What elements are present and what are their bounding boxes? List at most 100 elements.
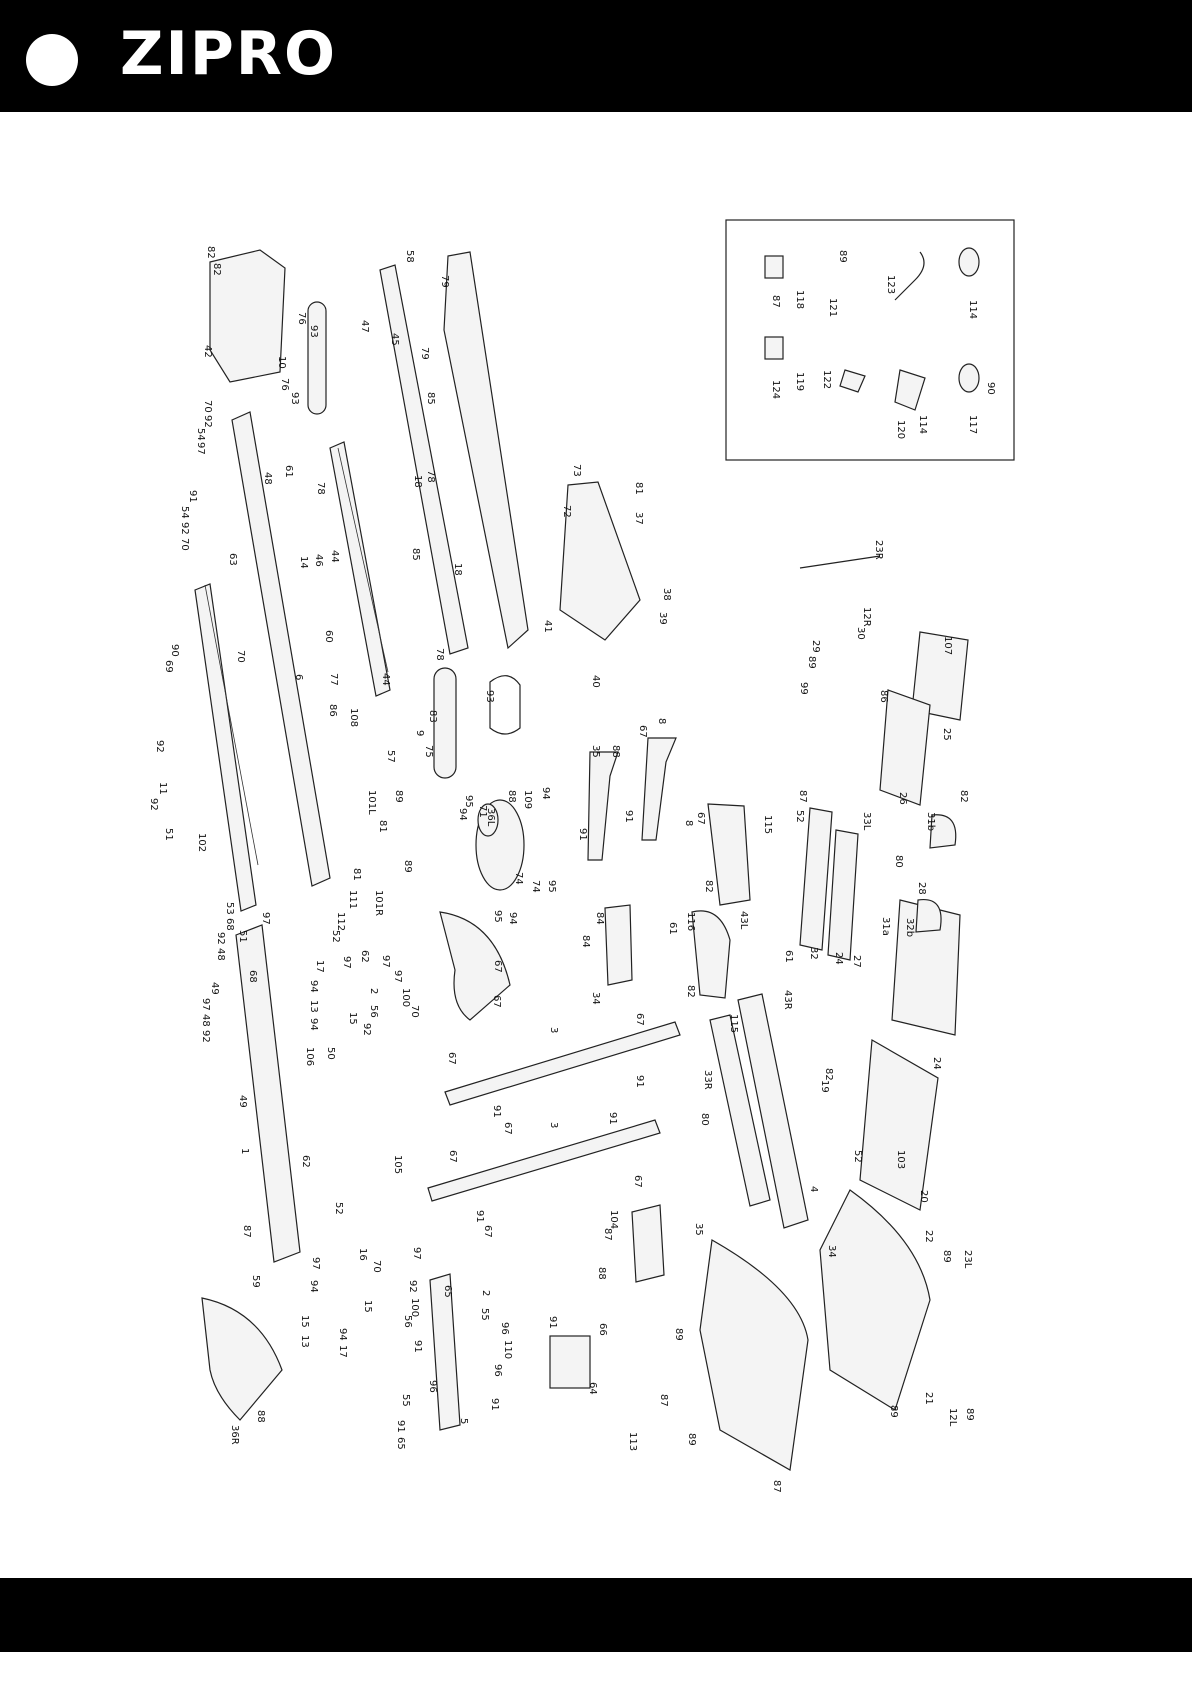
part-callout: 33L (861, 812, 872, 831)
part-callout: 8 (656, 718, 667, 724)
part-callout: 39 (657, 612, 668, 625)
drive-belt (489, 675, 521, 735)
part-callout: 48 (215, 948, 226, 961)
brand-logo-circle (26, 34, 78, 86)
part-callout: 115 (728, 1014, 739, 1033)
part-callout: 43L (738, 911, 749, 930)
part-callout: 94 (507, 912, 518, 925)
part-callout: 73 (571, 464, 582, 477)
part-callout: 123 (885, 275, 896, 294)
running-belt (443, 251, 529, 650)
part-callout: 94 (337, 1328, 348, 1341)
page-header: ZIPRO (0, 0, 1192, 112)
shroud-36R (201, 1297, 283, 1421)
part-callout: 92 (215, 932, 226, 945)
part-callout: 62 (300, 1155, 311, 1168)
part-callout: 43R (782, 990, 793, 1010)
part-callout: 92 (200, 1030, 211, 1043)
part-callout: 23L (962, 1250, 973, 1269)
part-callout: 51 (163, 828, 174, 841)
part-callout: 88 (255, 1410, 266, 1423)
part-callout: 88 (506, 790, 517, 803)
part-callout: 118 (794, 290, 805, 309)
part-callout: 9 (414, 730, 425, 736)
part-callout: 11 (157, 782, 168, 795)
part-callout: 82 (958, 790, 969, 803)
part-callout: 14 (298, 556, 309, 569)
part-callout: 67 (502, 1122, 513, 1135)
part-callout: 100 (400, 988, 411, 1007)
part-callout: 21 (923, 1392, 934, 1405)
part-callout: 102 (196, 833, 207, 852)
part-callout: 99 (798, 682, 809, 695)
part-callout: 54 (195, 428, 206, 441)
part-callout: 58 (404, 250, 415, 263)
part-callout: 46 (313, 554, 324, 567)
part-callout: 96 (492, 1364, 503, 1377)
part-callout: 87 (797, 790, 808, 803)
base-frame-5 (429, 1273, 461, 1431)
part-callout: 40 (590, 675, 601, 688)
main-frame-lower (235, 924, 301, 1263)
part-callout: 82 (685, 985, 696, 998)
part-callout: 97 (380, 955, 391, 968)
inset-part-124a (958, 247, 980, 277)
part-callout: 66 (597, 1323, 608, 1336)
part-callout: 106 (304, 1047, 315, 1066)
part-callout: 101L (366, 790, 377, 815)
part-callout: 78 (315, 482, 326, 495)
part-callout: 91 (489, 1398, 500, 1411)
part-callout: 19 (819, 1080, 830, 1093)
part-callout: 56 (368, 1005, 379, 1018)
part-callout: 13 (299, 1335, 310, 1348)
part-callout: 13 (308, 1000, 319, 1013)
part-callout: 114 (967, 300, 978, 319)
tray-28 (799, 807, 833, 951)
part-callout: 81 (377, 820, 388, 833)
part-callout: 47 (359, 320, 370, 333)
part-callout: 91 (187, 490, 198, 503)
part-callout: 91 (412, 1340, 423, 1353)
handle-8-b (641, 737, 677, 841)
safety-cable-30 (799, 555, 881, 569)
part-callout: 97 (195, 442, 206, 455)
part-callout: 67 (447, 1150, 458, 1163)
tray-27 (827, 829, 859, 961)
part-callout: 55 (479, 1308, 490, 1321)
part-callout: 52 (333, 1202, 344, 1215)
part-callout: 76 (279, 378, 290, 391)
part-callout: 67 (634, 1013, 645, 1026)
part-callout: 92 (361, 1023, 372, 1036)
side-rail-right (329, 441, 391, 697)
part-callout: 67 (482, 1225, 493, 1238)
part-callout: 91 (491, 1105, 502, 1118)
part-callout: 77 (328, 673, 339, 686)
part-callout: 90 (985, 382, 996, 395)
console-cover-22 (699, 1239, 809, 1471)
part-callout: 35 (693, 1223, 704, 1236)
part-callout: 32 (808, 947, 819, 960)
part-callout: 86 (327, 704, 338, 717)
part-callout: 89 (806, 656, 817, 669)
part-callout: 113 (627, 1432, 638, 1451)
part-callout: 48 (262, 472, 273, 485)
part-callout: 12L (947, 1408, 958, 1427)
part-callout: 2 (480, 1290, 491, 1296)
part-callout: 105 (392, 1155, 403, 1174)
part-callout: 15 (347, 1012, 358, 1025)
part-callout: 12R (861, 607, 872, 627)
part-callout: 3 (548, 1122, 559, 1128)
part-callout: 80 (893, 855, 904, 868)
part-callout: 31a (880, 917, 891, 936)
part-callout: 110 (502, 1340, 513, 1359)
part-callout: 89 (393, 790, 404, 803)
part-callout: 87 (658, 1394, 669, 1407)
part-callout: 33R (702, 1070, 713, 1090)
part-callout: 92 (407, 1280, 418, 1293)
part-callout: 36R (229, 1425, 240, 1445)
part-callout: 23R (873, 540, 884, 560)
part-callout: 100 (409, 1298, 420, 1317)
part-callout: 94 (308, 980, 319, 993)
part-callout: 72 (561, 505, 572, 518)
part-callout: 82 (205, 246, 216, 259)
